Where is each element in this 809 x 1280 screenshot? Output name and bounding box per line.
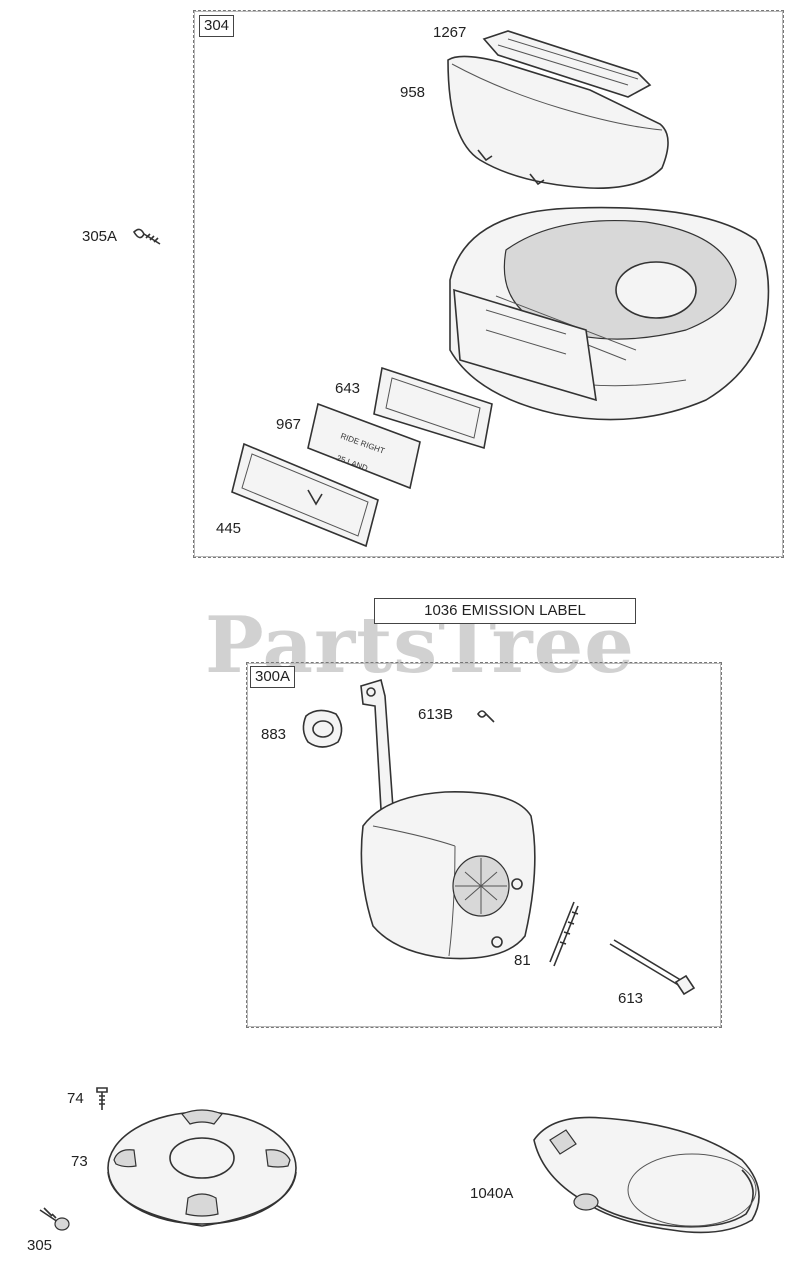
callout-613[interactable]: 613 — [618, 990, 644, 1007]
callout-73[interactable]: 73 — [71, 1153, 88, 1170]
part-305-screw[interactable] — [36, 1204, 72, 1232]
part-air-cleaner-base[interactable] — [436, 200, 776, 430]
part-883-gasket[interactable] — [298, 706, 348, 752]
part-958-air-cleaner-cover[interactable] — [440, 50, 680, 200]
part-74-screw[interactable] — [94, 1084, 110, 1112]
part-643-gasket[interactable] — [372, 364, 502, 454]
part-613-bolt[interactable] — [606, 939, 696, 1000]
part-1040a-cover[interactable] — [522, 1110, 772, 1240]
callout-305a[interactable]: 305A — [82, 228, 118, 245]
callout-613b[interactable]: 613B — [418, 706, 454, 723]
callout-958[interactable]: 958 — [400, 84, 426, 101]
part-1267-filter-cover[interactable] — [478, 25, 658, 105]
part-muffler[interactable] — [355, 676, 555, 966]
callout-81[interactable]: 81 — [514, 952, 531, 969]
group-304-frame — [193, 10, 784, 558]
part-81-stud[interactable] — [542, 898, 582, 968]
part-613b-screw[interactable] — [474, 706, 498, 726]
callout-305[interactable]: 305 — [27, 1237, 53, 1254]
callout-643[interactable]: 643 — [335, 380, 361, 397]
callout-967[interactable]: 967 — [276, 416, 302, 433]
group-300a-frame — [246, 662, 722, 1028]
part-967-decal[interactable]: RIDE RIGHT 25 LAND — [306, 402, 426, 492]
callout-1267[interactable]: 1267 — [433, 24, 467, 41]
callout-1040a[interactable]: 1040A — [470, 1185, 514, 1202]
group-300a-tag: 300A — [250, 666, 296, 688]
part-445-filter[interactable] — [228, 440, 388, 550]
callout-74[interactable]: 74 — [67, 1090, 84, 1107]
callout-883[interactable]: 883 — [261, 726, 287, 743]
emission-label-box[interactable]: 1036 EMISSION LABEL — [374, 598, 636, 624]
group-304-tag: 304 — [199, 15, 235, 37]
part-305a-screw[interactable] — [130, 226, 164, 250]
callout-445[interactable]: 445 — [216, 520, 242, 537]
part-73-rotating-screen[interactable] — [102, 1102, 302, 1232]
